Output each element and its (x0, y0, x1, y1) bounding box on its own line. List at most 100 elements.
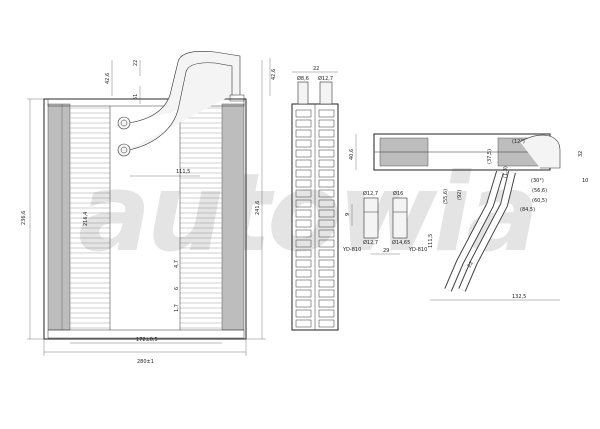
top-right-view: 132,5 40,6 (12°) (30°) 32 10 (56,6) (60,… (349, 133, 588, 301)
outlet-flange (117, 116, 131, 130)
side-cell (318, 229, 335, 238)
dim-small-a: 4,7 (174, 260, 180, 268)
dim-height-small: 9 (345, 213, 351, 216)
side-cell (295, 269, 312, 278)
side-pipe-b (319, 81, 333, 105)
flange-detail-b (392, 197, 408, 239)
dim-v6: (92) (457, 190, 463, 200)
side-pipe-a (297, 81, 309, 105)
dim-v9: (37,5) (487, 149, 493, 164)
dim-side-pipe-a: Ø8,6 (297, 75, 309, 82)
side-cell (295, 159, 312, 168)
dim-side-pipe-b: Ø12,7 (318, 75, 333, 82)
dim-flange-d: Ø14,65 (392, 239, 410, 246)
side-cell (295, 229, 312, 238)
side-cell (295, 149, 312, 158)
top-pipe-loop (519, 134, 561, 169)
dim-flange-c: Ø12,7 (363, 239, 378, 246)
thread-a: YD-810 (342, 247, 361, 253)
side-cell (295, 219, 312, 228)
dim-small-b: 6 (174, 287, 180, 290)
side-cell (295, 169, 312, 178)
dim-pipe-len: 22 (467, 260, 475, 269)
right-tank (221, 103, 245, 331)
side-cell (318, 259, 335, 268)
dim-pipe-top: 22 (133, 60, 139, 66)
side-cell (295, 239, 312, 248)
dim-height-right: 241,6 (255, 201, 261, 215)
dim-v1: 32 (578, 151, 584, 157)
side-cell-pattern (295, 109, 335, 328)
side-cell (295, 189, 312, 198)
side-cell (318, 159, 335, 168)
dim-v10: (1,3) (503, 166, 509, 178)
dim-v8: 111,5 (428, 234, 434, 248)
side-cell (295, 299, 312, 308)
side-cell (318, 149, 335, 158)
side-cell (295, 139, 312, 148)
dim-flange-b: Ø16 (393, 190, 403, 197)
dim-width-total: 280±1 (137, 359, 154, 365)
inlet-flange (117, 143, 131, 157)
dim-width-core: 172±0,5 (136, 337, 158, 343)
front-view: 236,6 216,4 241,6 172±0,5 280±1 42,6 42,… (21, 51, 277, 365)
side-cell (318, 309, 335, 318)
dim-v3: (56,6) (532, 188, 547, 194)
dim-height-total: 236,6 (21, 211, 27, 225)
dim-height-core: 216,4 (83, 212, 89, 226)
side-cell (295, 289, 312, 298)
dim-v2: 10 (582, 178, 588, 184)
side-cell (318, 319, 335, 328)
dim-top-height: 40,6 (349, 149, 355, 160)
side-cell (295, 309, 312, 318)
dim-pipe-left: 42,6 (105, 73, 111, 84)
side-cell (318, 239, 335, 248)
left-tank (47, 103, 71, 331)
side-cell (318, 279, 335, 288)
side-cell (318, 189, 335, 198)
side-cell (295, 119, 312, 128)
side-cell (318, 179, 335, 188)
side-cell (318, 289, 335, 298)
pipe-detail: Ø12,7 Ø16 Ø12,7 Ø14,65 29 YD-810 YD-810 … (342, 190, 427, 255)
dim-pipe-right: 42,6 (271, 69, 277, 80)
side-cell (318, 199, 335, 208)
dim-pipe-offset: 51 (133, 94, 139, 100)
side-cell (318, 109, 335, 118)
side-cell (318, 269, 335, 278)
side-cell (295, 259, 312, 268)
side-cell (295, 199, 312, 208)
inlet-pipe (127, 62, 233, 151)
flange-detail-a (363, 197, 379, 239)
dim-r2: (30°) (531, 178, 544, 184)
side-cell (295, 179, 312, 188)
dim-v5: (84,5) (520, 207, 535, 213)
side-cell (295, 279, 312, 288)
dim-flange-a: Ø12,7 (363, 190, 378, 197)
dim-v7: (55,6) (443, 189, 449, 204)
dim-spacing: 29 (383, 248, 389, 254)
side-cell (318, 249, 335, 258)
side-cell (318, 219, 335, 228)
top-header (47, 98, 245, 107)
side-cell (318, 299, 335, 308)
side-cell (318, 169, 335, 178)
dim-small-c: 1,7 (174, 304, 180, 312)
side-cell (318, 139, 335, 148)
side-cell (318, 209, 335, 218)
dim-v4: (60,5) (532, 198, 547, 204)
side-cell (318, 119, 335, 128)
side-view: 22 Ø8,6 Ø12,7 (291, 66, 339, 331)
dim-pipe-height: 111,5 (176, 169, 190, 175)
side-cell (295, 209, 312, 218)
front-fin-pattern (70, 107, 222, 329)
dim-side-width: 22 (313, 66, 319, 72)
side-cell (295, 249, 312, 258)
side-cell (295, 109, 312, 118)
bottom-header (47, 329, 245, 339)
side-cell (295, 319, 312, 328)
side-cell (318, 129, 335, 138)
dim-top-length: 132,5 (512, 294, 526, 300)
thread-b: YD-810 (408, 247, 427, 253)
